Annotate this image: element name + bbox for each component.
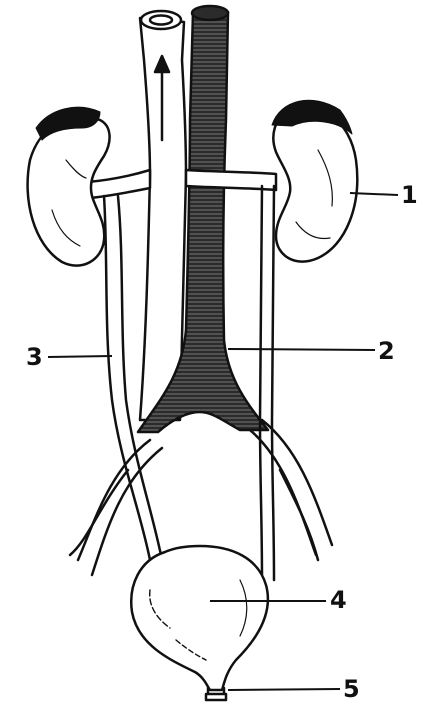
leader-line-aorta: [228, 349, 375, 350]
leader-line-ureter: [48, 356, 112, 357]
label-urethra: 5: [343, 677, 360, 701]
right-kidney: [272, 100, 357, 261]
label-bladder: 4: [330, 588, 347, 612]
label-ureter: 3: [26, 345, 43, 369]
leader-line-urethra: [228, 689, 340, 690]
right-ureter: [260, 186, 274, 580]
label-aorta: 2: [378, 339, 395, 363]
left-renal-vessel: [88, 170, 150, 198]
bladder: [131, 546, 268, 690]
label-kidney: 1: [401, 183, 418, 207]
